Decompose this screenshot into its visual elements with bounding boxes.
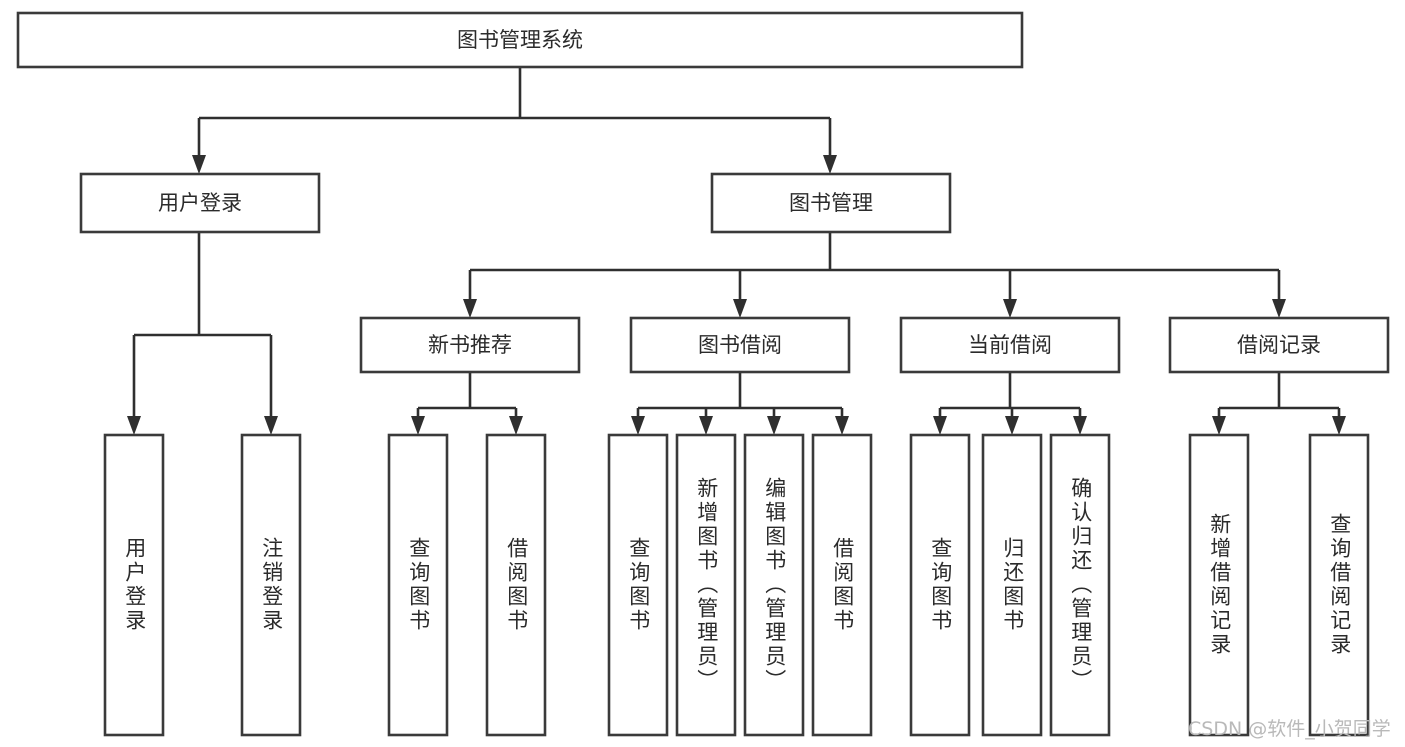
- csdn-watermark: CSDN @软件_小贺同学: [1188, 718, 1391, 740]
- arrow-down-icon-leaf-3-1: [1332, 416, 1346, 435]
- node-leaf-5[interactable]: [675, 433, 737, 737]
- arrow-down-icon-leaf-1-3: [835, 416, 849, 435]
- arrow-down-icon-book-2: [1003, 299, 1017, 318]
- node-leaf-7[interactable]: [811, 433, 873, 737]
- node-leaf-9[interactable]: [981, 433, 1043, 737]
- node-leaf-6[interactable]: [743, 433, 805, 737]
- arrow-down-icon-leaf-2-0: [933, 416, 947, 435]
- node-level3-3-label: 借阅记录: [1237, 333, 1321, 357]
- node-level2-0[interactable]: [79, 172, 321, 234]
- arrow-down-icon-leaf-1-0: [631, 416, 645, 435]
- arrow-down-icon-leaf-0-0: [411, 416, 425, 435]
- arrow-down-icon-login-1: [264, 416, 278, 435]
- node-leaf-8[interactable]: [909, 433, 971, 737]
- arrow-down-icon-leaf-0-1: [509, 416, 523, 435]
- node-level2-1[interactable]: [710, 172, 952, 234]
- node-level3-0[interactable]: [359, 316, 581, 374]
- node-leaf-11[interactable]: [1188, 433, 1250, 737]
- connector-layer: [127, 67, 1346, 435]
- arrow-down-icon-leaf-2-1: [1005, 416, 1019, 435]
- arrow-down-icon-book-0: [463, 299, 477, 318]
- node-leaf-0[interactable]: [103, 433, 165, 737]
- node-level2-0-label: 用户登录: [158, 191, 242, 215]
- arrow-down-icon-login-0: [127, 416, 141, 435]
- arrow-down-icon-leaf-1-1: [699, 416, 713, 435]
- node-leaf-4[interactable]: [607, 433, 669, 737]
- node-level3-2[interactable]: [899, 316, 1121, 374]
- arrow-down-icon-book-1: [733, 299, 747, 318]
- node-level3-1-label: 图书借阅: [698, 333, 782, 357]
- node-leaf-3[interactable]: [485, 433, 547, 737]
- node-level2-1-label: 图书管理: [789, 191, 873, 215]
- node-leaf-12[interactable]: [1308, 433, 1370, 737]
- arrow-down-icon-root-1: [823, 155, 837, 174]
- node-level3-1[interactable]: [629, 316, 851, 374]
- node-root-system[interactable]: [16, 11, 1024, 69]
- node-leaf-1[interactable]: [240, 433, 302, 737]
- node-root-system-label: 图书管理系统: [457, 28, 583, 52]
- arrow-down-icon-root-0: [192, 155, 206, 174]
- node-leaf-2[interactable]: [387, 433, 449, 737]
- arrow-down-icon-leaf-3-0: [1212, 416, 1226, 435]
- node-leaf-10[interactable]: [1049, 433, 1111, 737]
- arrow-down-icon-leaf-1-2: [767, 416, 781, 435]
- node-level3-0-label: 新书推荐: [428, 333, 512, 357]
- node-level3-2-label: 当前借阅: [968, 333, 1052, 357]
- node-level3-3[interactable]: [1168, 316, 1390, 374]
- arrow-down-icon-leaf-2-2: [1073, 416, 1087, 435]
- arrow-down-icon-book-3: [1272, 299, 1286, 318]
